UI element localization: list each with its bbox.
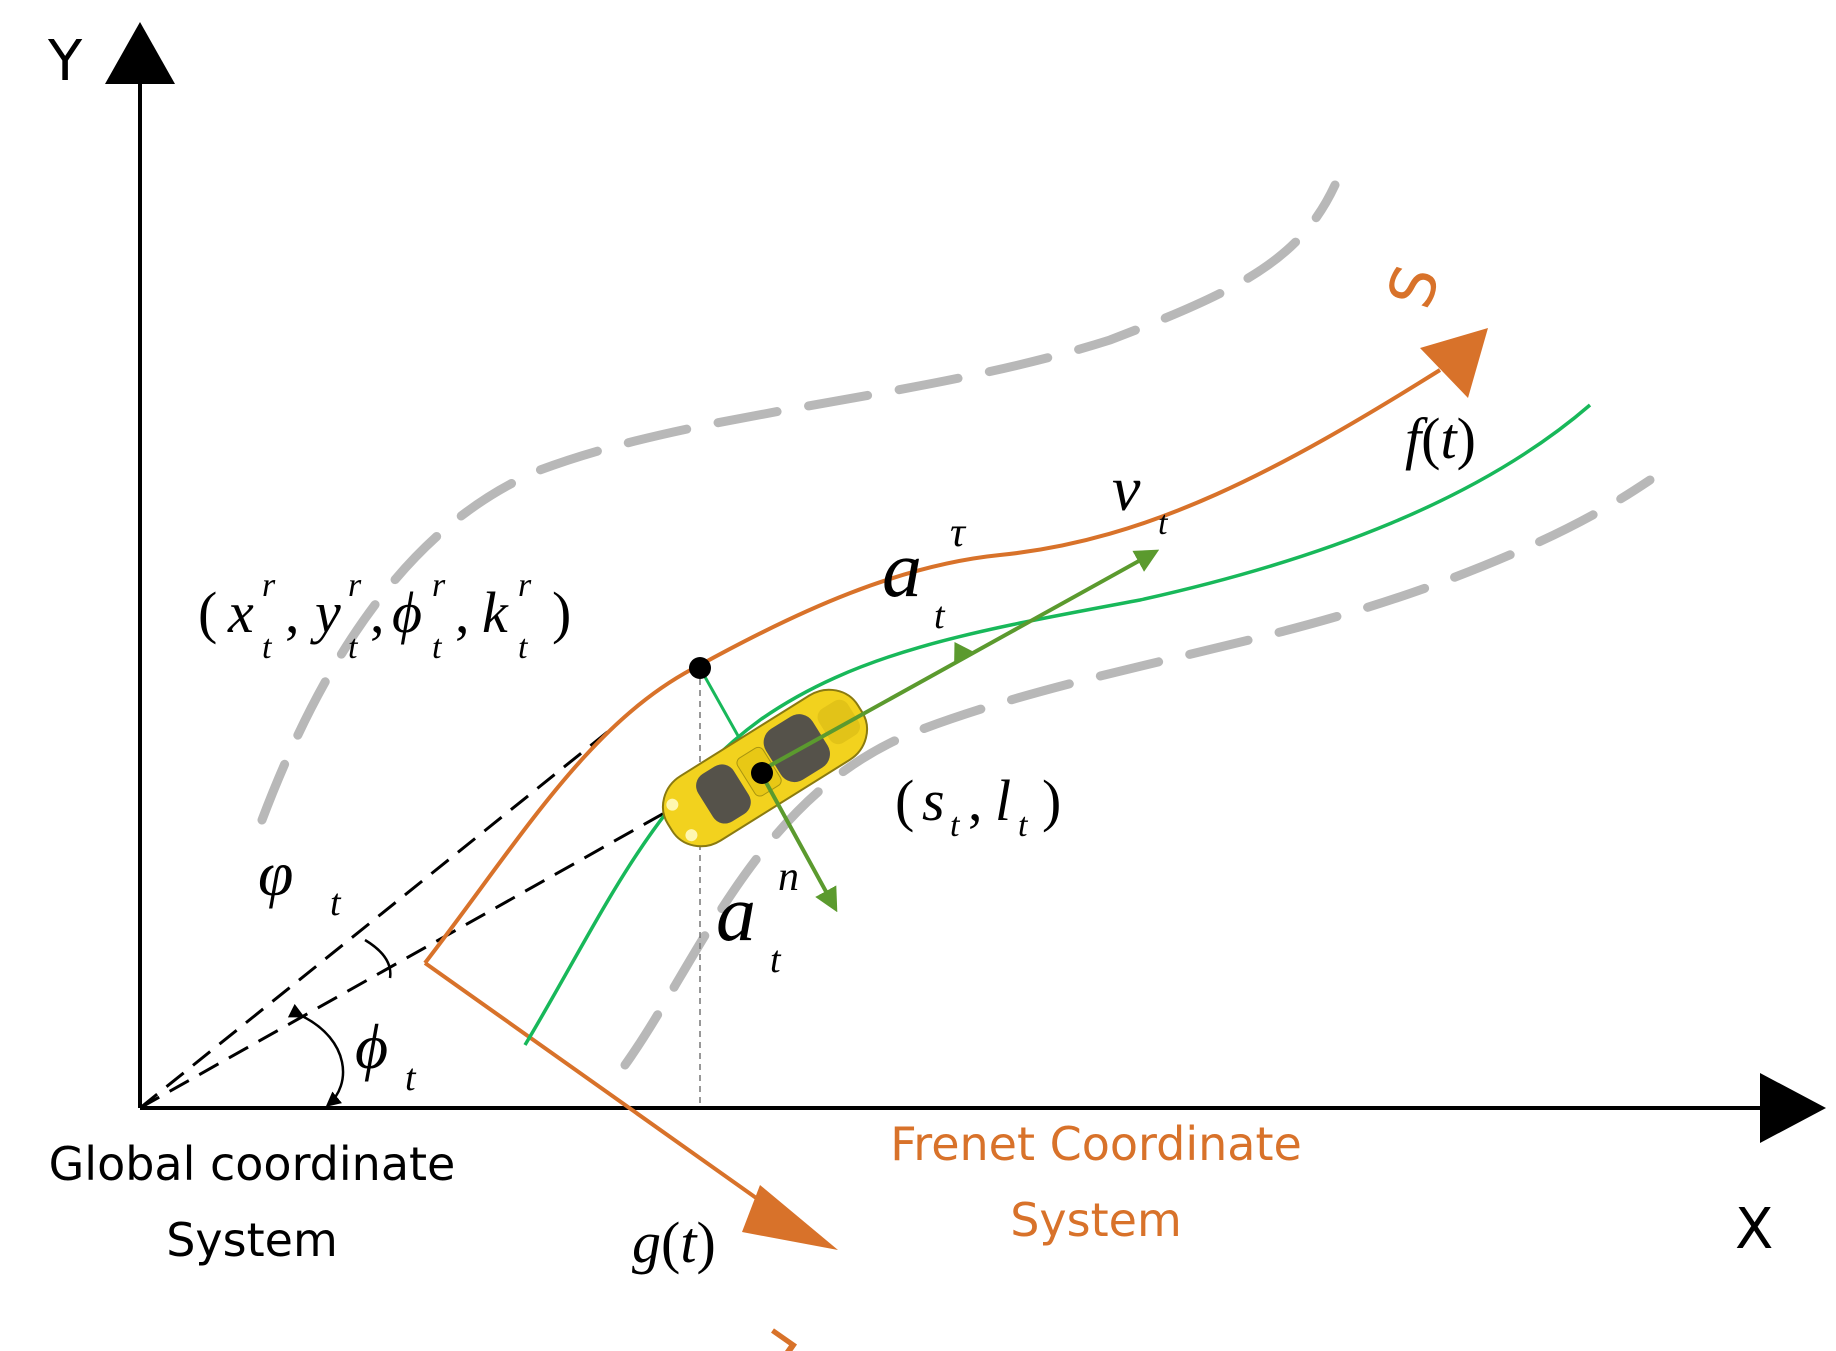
svg-text:x: x — [227, 580, 254, 645]
svg-text:k: k — [482, 580, 509, 645]
svg-text:v: v — [1112, 453, 1141, 524]
svg-text:(: ( — [198, 580, 217, 645]
x-axis-label: X — [1735, 1197, 1773, 1262]
y-axis-label: Y — [47, 29, 83, 94]
svg-text:t: t — [1158, 505, 1169, 542]
svg-text:l: l — [995, 768, 1011, 833]
l-axis-label: L — [740, 1316, 811, 1351]
svg-text:t: t — [330, 882, 342, 924]
svg-text:τ: τ — [950, 510, 967, 556]
velocity-label: v t — [1112, 453, 1169, 542]
svg-text:t: t — [1018, 807, 1029, 844]
svg-text:t: t — [432, 629, 443, 666]
tangential-accel-label: a τ t — [882, 510, 967, 637]
global-title-line1: Global coordinate — [49, 1137, 456, 1191]
x-axis-arrowhead — [1760, 1073, 1826, 1143]
svg-text:t: t — [934, 595, 946, 637]
f-of-t-label: f(t) — [1405, 406, 1476, 471]
svg-text:): ) — [1042, 768, 1061, 833]
svg-text:t: t — [950, 807, 961, 844]
svg-text:s: s — [922, 768, 945, 833]
frenet-title-line1: Frenet Coordinate — [890, 1117, 1302, 1171]
svg-text:n: n — [778, 854, 799, 900]
reference-point — [689, 657, 711, 679]
svg-text:): ) — [552, 580, 571, 645]
global-title-line2: System — [166, 1213, 338, 1267]
g-of-t-label: g(t) — [632, 1210, 716, 1275]
normal-accel-vector — [760, 774, 838, 913]
varphi-angle-arc — [364, 938, 392, 979]
normal-accel-label: a n t — [716, 854, 799, 981]
svg-text:r: r — [348, 567, 362, 604]
svg-text:t: t — [518, 629, 529, 666]
reference-line-f — [423, 368, 1442, 965]
svg-text:,: , — [370, 580, 385, 645]
svg-text:ϕ: ϕ — [392, 580, 422, 645]
svg-text:y: y — [310, 580, 341, 645]
svg-text:,: , — [455, 580, 470, 645]
vehicle-trajectory — [523, 403, 1592, 1046]
svg-text:r: r — [432, 567, 446, 604]
y-axis-arrowhead — [105, 22, 175, 84]
svg-text:a: a — [716, 870, 756, 958]
s-axis-label: S — [1373, 257, 1455, 317]
svg-text:,: , — [285, 580, 300, 645]
l-axis — [423, 961, 792, 1224]
vehicle-point — [751, 762, 773, 784]
l-axis-arrowhead — [742, 1185, 838, 1250]
frenet-title-line2: System — [1010, 1193, 1182, 1247]
svg-text:t: t — [770, 939, 782, 981]
heading-angle-label: ϕ t — [355, 1011, 417, 1099]
svg-text:(: ( — [895, 768, 914, 833]
phi-angle-arc — [287, 1003, 345, 1107]
svg-text:r: r — [262, 567, 276, 604]
s-axis-arrowhead — [1420, 328, 1488, 398]
dashed-line-phi — [139, 774, 731, 1110]
svg-text:φ: φ — [258, 838, 293, 909]
tangential-accel-arrowhead — [954, 642, 976, 666]
svg-text:a: a — [882, 526, 922, 614]
svg-text:t: t — [348, 629, 359, 666]
svg-text:ϕ: ϕ — [355, 1011, 388, 1082]
vehicle-point-label: ( s t , l t ) — [895, 768, 1061, 844]
svg-text:t: t — [405, 1057, 417, 1099]
svg-text:,: , — [968, 768, 983, 833]
upper-road-boundary — [257, 180, 1340, 825]
svg-text:t: t — [262, 629, 273, 666]
lower-road-boundary — [620, 475, 1655, 1070]
svg-text:r: r — [518, 567, 532, 604]
reference-point-label: ( x r t , y r t , ϕ r t , k r t ) — [198, 567, 571, 666]
heading-error-label: φ t — [258, 838, 342, 924]
